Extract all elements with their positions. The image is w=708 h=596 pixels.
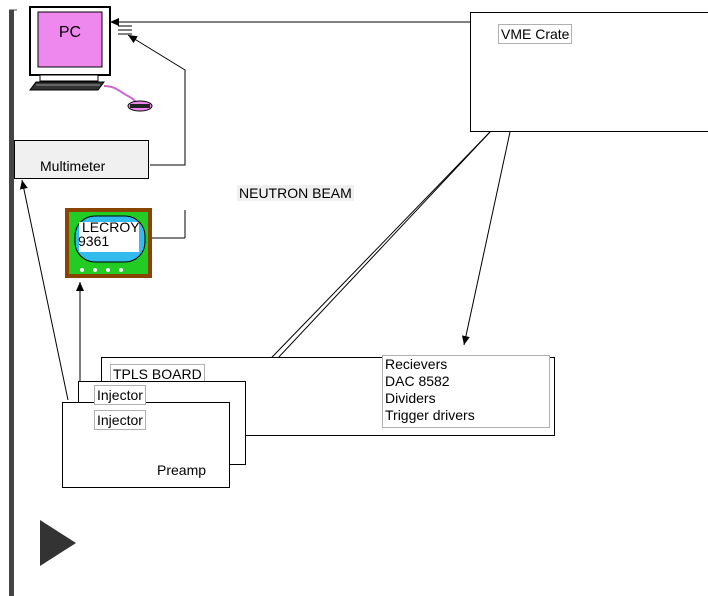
receivers-line: DAC 8582 [385, 373, 450, 389]
scope-label-line1: LECROY [82, 219, 140, 235]
ground-symbol-icon [118, 25, 132, 35]
vme-crate-label: VME Crate [498, 24, 573, 44]
left-border-bar [9, 10, 14, 596]
injector-board-front [62, 402, 230, 488]
pc-computer-icon [29, 6, 153, 112]
receivers-line: Trigger drivers [385, 407, 475, 423]
injector-to-multimeter-arrow [19, 179, 69, 401]
multimeter-to-pc-line [127, 34, 186, 166]
receivers-line: Dividers [385, 390, 436, 406]
pc-label: PC [58, 24, 82, 41]
receivers-block: Recievers DAC 8582 Dividers Trigger driv… [382, 355, 550, 428]
preamp-label: Preamp [157, 462, 207, 478]
injector-label-front: Injector [94, 410, 146, 430]
multimeter-label: Multimeter [40, 158, 106, 174]
injector-label-back: Injector [94, 385, 146, 405]
vme-to-receivers-arrow [461, 131, 511, 346]
scope-label-line2: 9361 [78, 233, 110, 249]
neutron-beam-label: NEUTRON BEAM [237, 185, 354, 201]
tpls-board-label: TPLS BOARD [110, 364, 205, 384]
receivers-line: Recievers [385, 356, 448, 372]
oscilloscope-icon [65, 208, 152, 278]
play-triangle-icon [40, 520, 76, 566]
vme-to-tpls-arrow [245, 131, 491, 385]
multimeter-box [14, 140, 149, 179]
